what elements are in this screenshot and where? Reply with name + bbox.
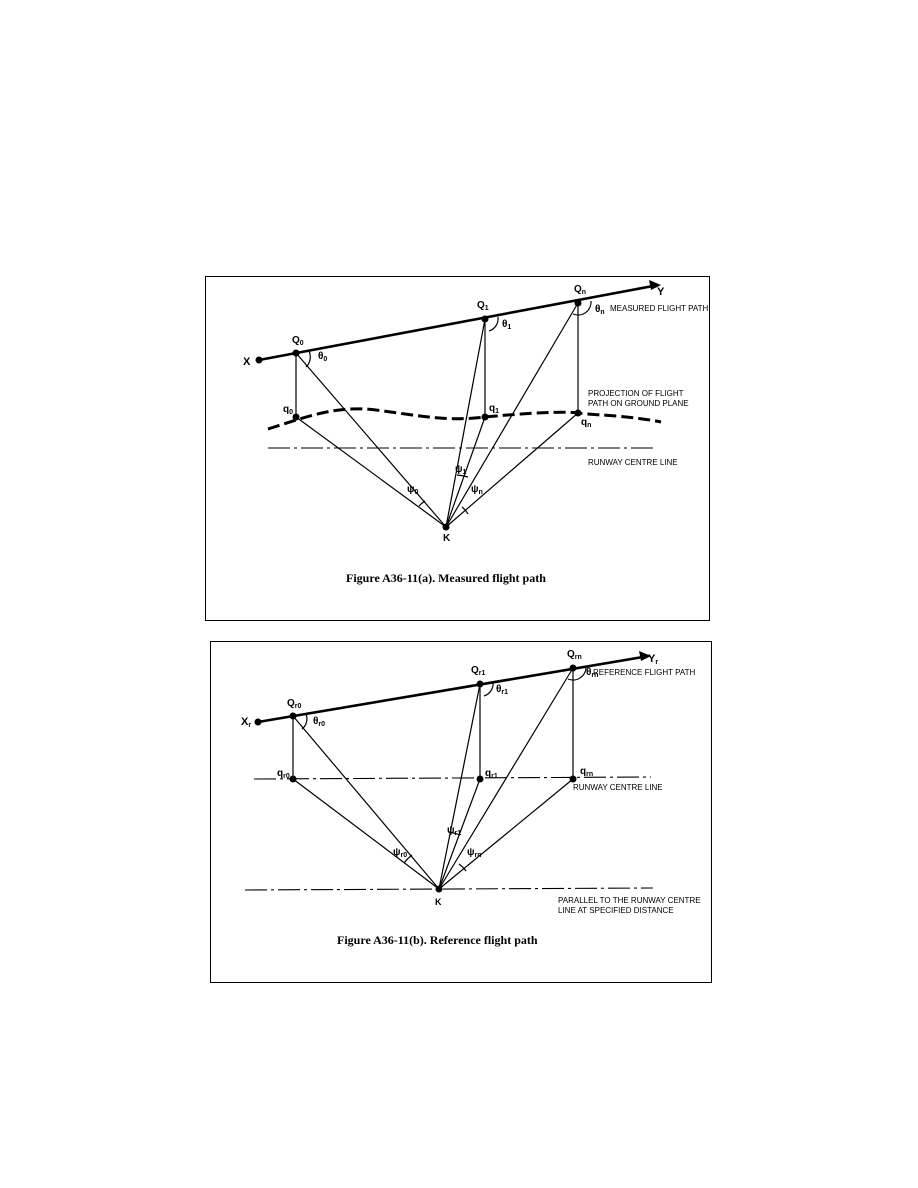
parallel-runway-line	[244, 887, 654, 891]
reference-flight-path-arrowhead	[639, 651, 651, 661]
point-k-dot	[442, 523, 450, 531]
line-k-qr0-ground	[292, 778, 440, 890]
note-runway-centre-line: RUNWAY CENTRE LINE	[588, 458, 678, 467]
label-thetar1: θr1	[496, 684, 508, 696]
label-qrn: Qrn	[567, 649, 582, 661]
point-q1-ground-dot	[481, 413, 489, 421]
label-qr1-ground: qr1	[485, 768, 498, 780]
thetar0-arc	[301, 713, 308, 730]
note-reference-flight-path: REFERENCE FLIGHT PATH	[593, 668, 695, 677]
figure-a-caption: Figure A36-11(a). Measured flight path	[346, 571, 546, 585]
figure-a-panel: X Y K Q0 Q1 Qn q0 q1 qn θ0 θ1 θn ψ0 ψ1 ψ…	[205, 276, 710, 621]
note-runway-centre-line-b: RUNWAY CENTRE LINE	[573, 783, 663, 792]
runway-centre-line-b	[253, 776, 652, 780]
label-xr: Xr	[241, 716, 251, 729]
thetan-arc	[572, 300, 592, 316]
label-k-b: K	[435, 897, 442, 907]
label-thetarn: θrn	[586, 667, 598, 679]
figure-b-diagram: Xr Yr K Qr0 Qr1 Qrn qr0 qr1 qrn θr0 θr1 …	[241, 649, 701, 947]
measured-flight-path-line	[258, 284, 654, 362]
label-q1: Q1	[477, 300, 489, 312]
line-k-qrn	[438, 667, 574, 890]
label-qr1: Qr1	[471, 665, 486, 677]
label-qr0: Qr0	[287, 698, 302, 710]
psi0-arc	[418, 500, 426, 507]
line-k-qn	[445, 302, 579, 528]
label-q1-ground: q1	[489, 403, 499, 415]
psirn-arc	[458, 863, 467, 872]
label-q0: Q0	[292, 335, 304, 347]
point-qrn-dot	[569, 664, 577, 672]
line-k-qr1-ground	[438, 778, 481, 890]
point-qn-ground-dot	[574, 409, 582, 417]
label-qrn-ground: qrn	[580, 766, 593, 778]
line-k-q0	[295, 352, 447, 528]
line-k-qrn-ground	[438, 778, 574, 890]
line-k-qn-ground	[445, 412, 579, 528]
figure-b-caption: Figure A36-11(b). Reference flight path	[337, 933, 538, 947]
label-qn: Qn	[574, 284, 586, 296]
thetar1-arc	[483, 681, 494, 697]
label-thetan: θn	[595, 304, 605, 316]
label-psir1: ψr1	[447, 825, 461, 837]
label-theta0: θ0	[318, 351, 327, 363]
label-psir0: ψr0	[393, 847, 407, 859]
point-q0-ground-dot	[292, 413, 300, 421]
label-k: K	[443, 533, 451, 544]
point-k-b-dot	[435, 885, 443, 893]
label-thetar0: θr0	[313, 716, 325, 728]
reference-flight-path-line	[257, 655, 644, 724]
label-psin: ψn	[471, 484, 483, 496]
psir0-arc	[403, 854, 413, 864]
psir1-arc	[448, 831, 461, 836]
line-k-q0-ground	[295, 416, 447, 528]
point-qr0-ground-dot	[289, 775, 297, 783]
note-parallel-line1: PARALLEL TO THE RUNWAY CENTRE	[558, 896, 701, 905]
label-qn-ground: qn	[581, 417, 591, 429]
thetarn-arc	[567, 665, 587, 681]
point-q1-dot	[481, 315, 489, 323]
note-parallel-line2: LINE AT SPECIFIED DISTANCE	[558, 906, 674, 915]
point-qr1-dot	[476, 680, 484, 688]
point-qr0-dot	[289, 712, 297, 720]
label-theta1: θ1	[502, 319, 511, 331]
label-x: X	[243, 356, 251, 368]
label-psi0: ψ0	[407, 484, 419, 496]
label-psi1: ψ1	[455, 464, 467, 476]
point-qn-dot	[574, 299, 582, 307]
theta1-arc	[488, 316, 499, 332]
note-projection-line1: PROJECTION OF FLIGHT	[588, 389, 684, 398]
line-k-qr1	[438, 683, 481, 890]
note-measured-flight-path: MEASURED FLIGHT PATH	[610, 304, 708, 313]
line-k-q1	[445, 318, 486, 528]
line-k-q1-ground	[445, 416, 486, 528]
point-q0-dot	[292, 349, 300, 357]
figure-a-diagram: X Y K Q0 Q1 Qn q0 q1 qn θ0 θ1 θn ψ0 ψ1 ψ…	[243, 280, 708, 585]
ground-projection-line	[267, 407, 662, 431]
point-qr1-ground-dot	[476, 775, 484, 783]
label-y: Y	[657, 286, 665, 298]
label-qr0-ground: qr0	[277, 768, 290, 780]
label-q0-ground: q0	[283, 404, 293, 416]
flight-path-arrowhead	[649, 280, 661, 290]
point-x-dot	[255, 356, 263, 364]
point-qrn-ground-dot	[569, 775, 577, 783]
theta0-arc	[305, 350, 311, 368]
line-k-qr0	[292, 715, 440, 890]
point-xr-dot	[254, 718, 262, 726]
figure-b-panel: Xr Yr K Qr0 Qr1 Qrn qr0 qr1 qrn θr0 θr1 …	[210, 641, 712, 983]
note-projection-line2: PATH ON GROUND PLANE	[588, 399, 689, 408]
psin-arc	[461, 506, 469, 515]
psi1-arc	[456, 474, 469, 478]
label-yr: Yr	[648, 653, 658, 666]
label-psirn: ψrn	[467, 847, 482, 859]
